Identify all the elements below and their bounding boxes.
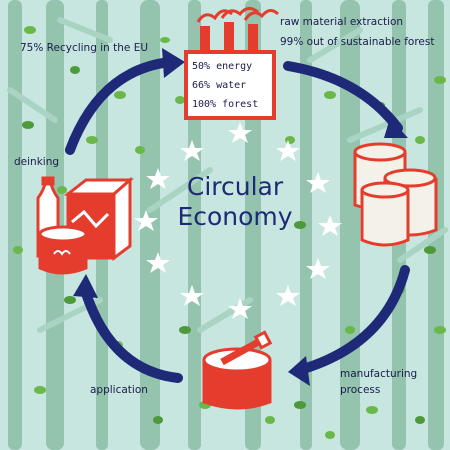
star-icon [306, 258, 330, 279]
raw-material-label: raw material extraction [280, 16, 404, 28]
star-ring [134, 122, 342, 319]
star-icon [228, 298, 252, 319]
application-label: application [90, 384, 148, 396]
star-icon [228, 122, 252, 143]
star-icon [276, 285, 300, 306]
cycle-arrows-icon [65, 57, 410, 383]
star-icon [180, 285, 204, 306]
title-line-2: Economy [177, 202, 293, 231]
deinking-label: deinking [14, 156, 60, 168]
factory-icon [184, 7, 280, 120]
star-icon [306, 172, 330, 193]
packaging-icon [36, 176, 134, 275]
factory-stat-energy: 50% energy [192, 61, 253, 72]
star-icon [134, 210, 158, 231]
paint-can-icon [202, 330, 273, 410]
paper-rolls-icon [353, 142, 438, 247]
manufacturing-label: manufacturing [340, 368, 418, 380]
sustainable-forest-label: 99% out of sustainable forest [280, 36, 435, 48]
title-line-1: Circular [186, 172, 284, 201]
star-icon [146, 168, 170, 189]
recycling-label: 75% Recycling in the EU [20, 42, 149, 54]
factory-stat-forest: 100% forest [192, 99, 259, 110]
process-label: process [340, 384, 381, 396]
star-icon [180, 140, 204, 161]
page-title: Circular Economy [160, 172, 310, 232]
star-icon [276, 140, 300, 161]
factory-stat-water: 66% water [192, 80, 247, 91]
star-icon [318, 215, 342, 236]
star-icon [146, 252, 170, 273]
